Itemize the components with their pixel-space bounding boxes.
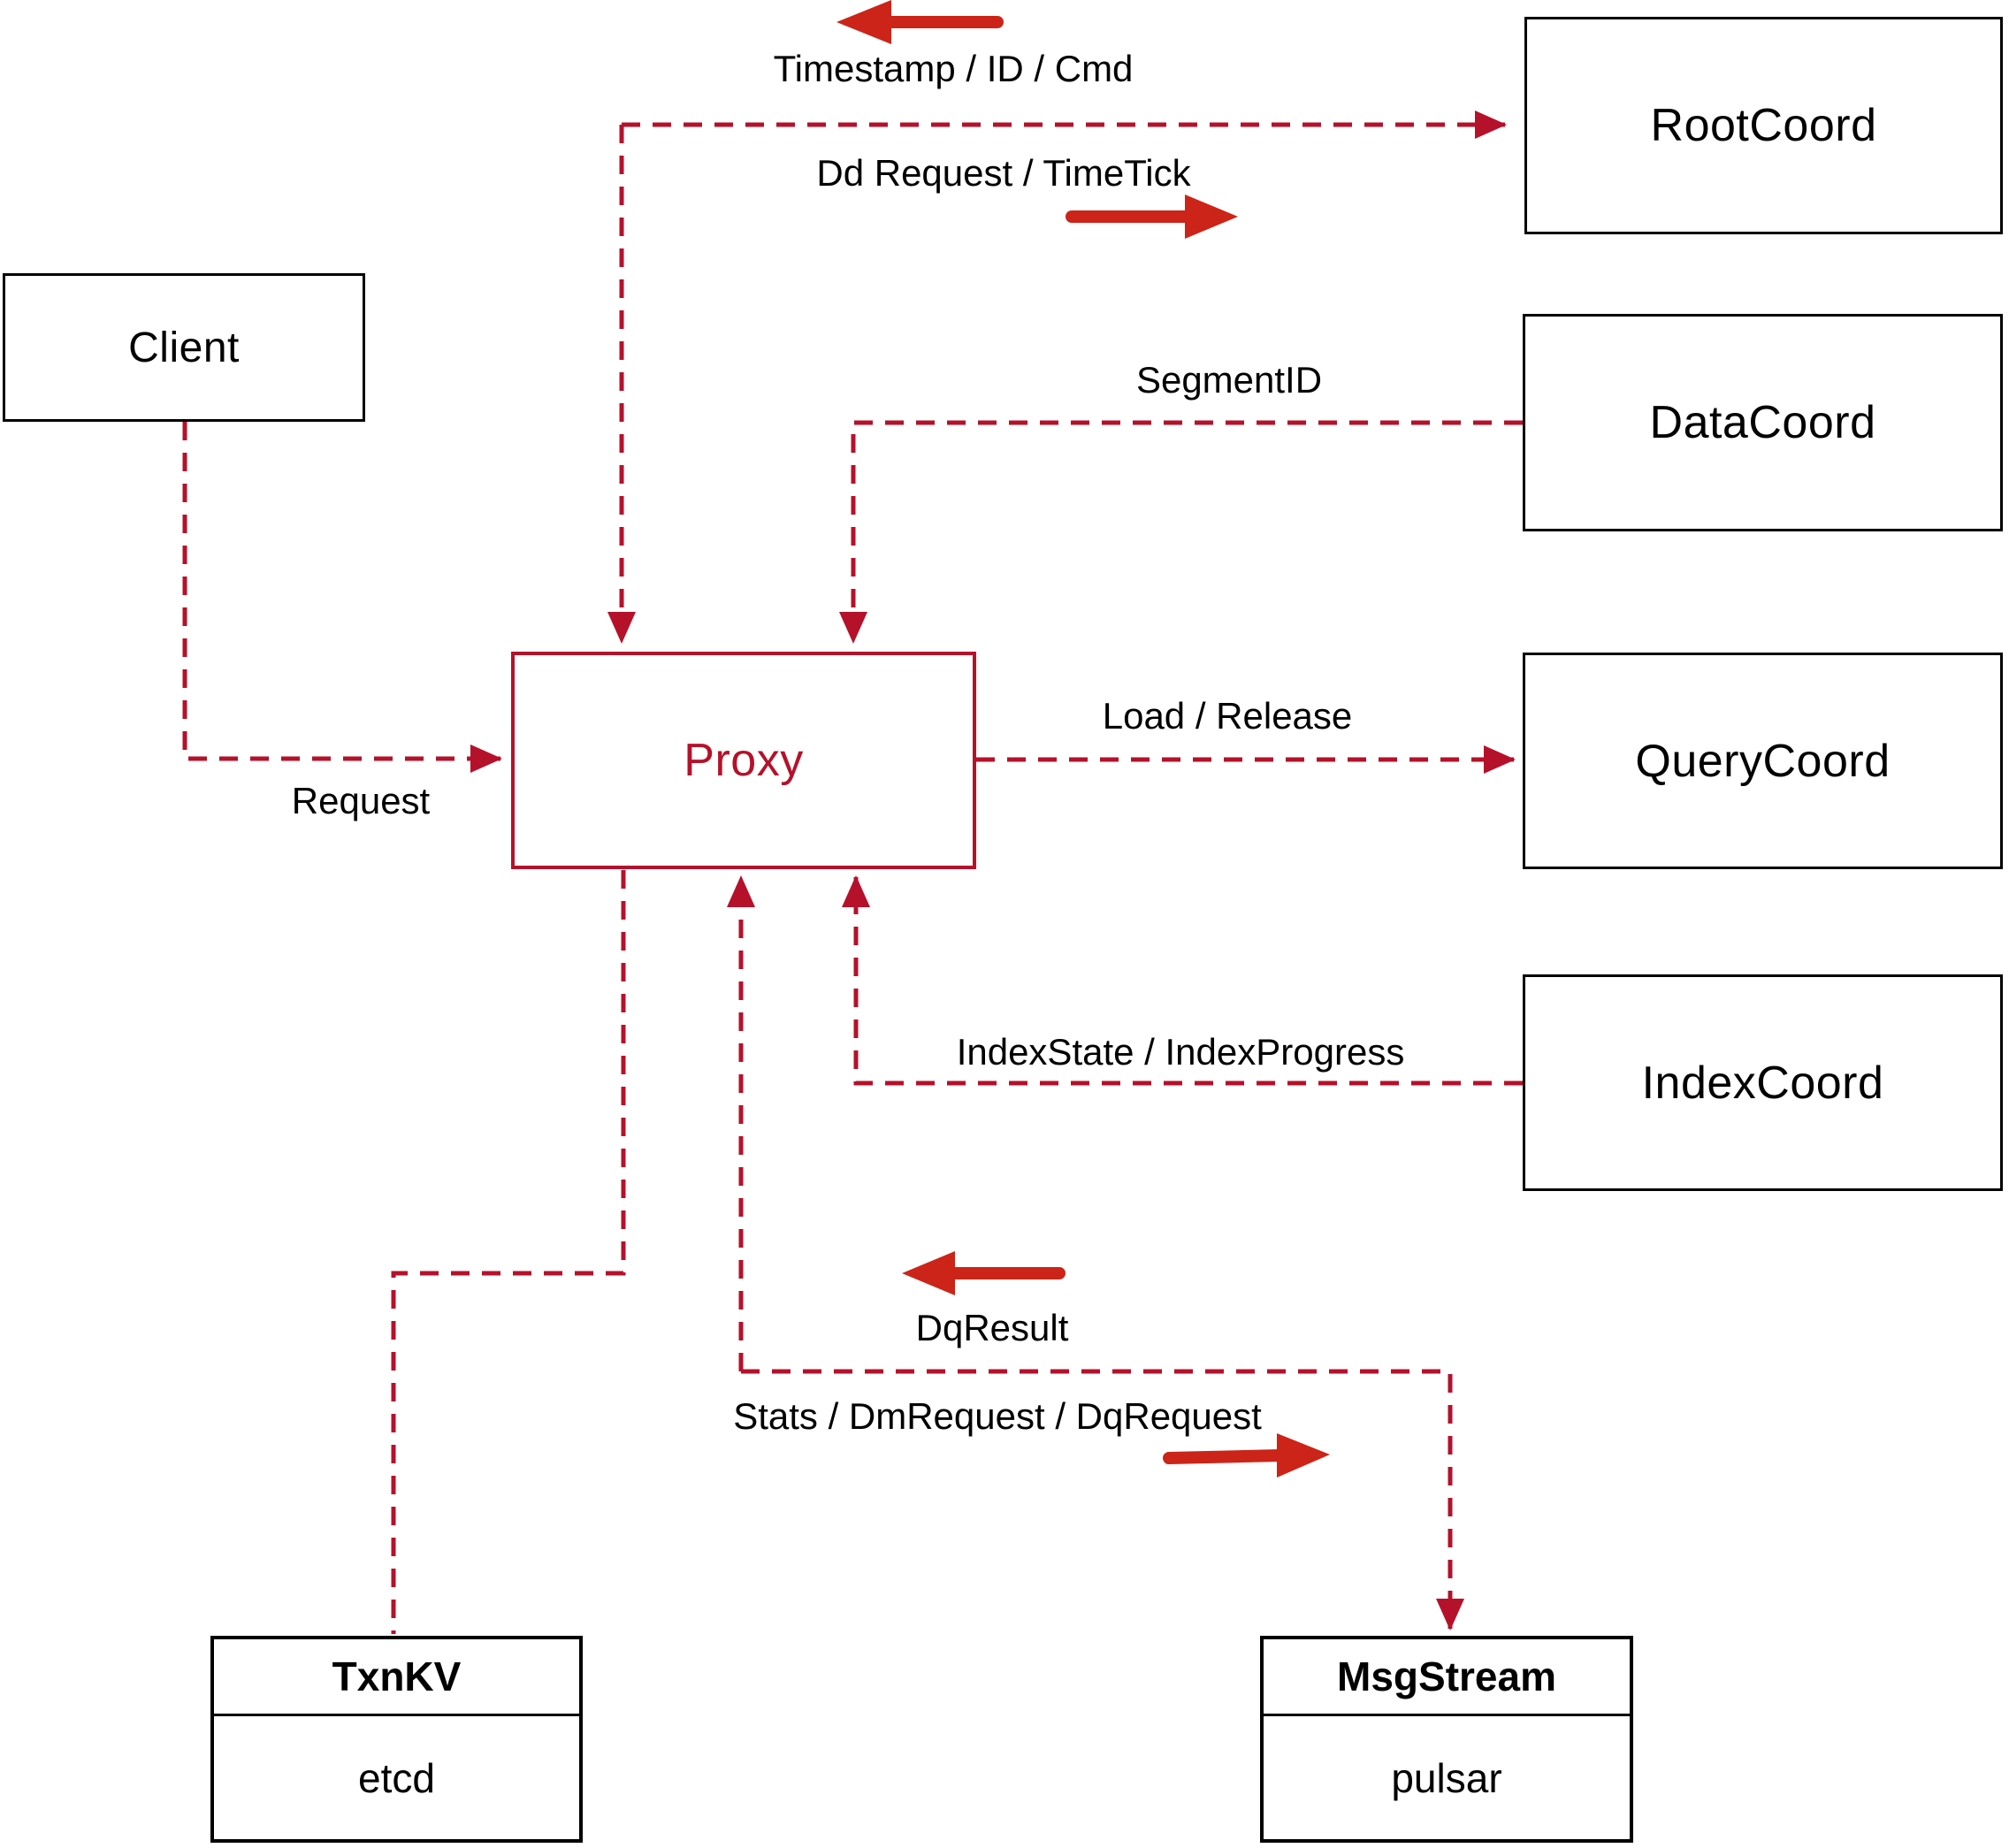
node-indexcoord-label: IndexCoord — [1641, 1057, 1884, 1109]
arrow-left-dqresult-icon — [902, 1251, 1066, 1295]
edge-label-dd-request-timetick: Dd Request / TimeTick — [816, 152, 1191, 194]
node-querycoord: QueryCoord — [1523, 653, 2003, 869]
node-datacoord-label: DataCoord — [1649, 397, 1876, 448]
node-proxy-label: Proxy — [684, 735, 804, 786]
node-indexcoord: IndexCoord — [1523, 974, 2003, 1191]
node-client: Client — [3, 273, 365, 422]
edge-label-request: Request — [291, 780, 431, 821]
edge-label-dq-result: DqResult — [915, 1307, 1069, 1348]
arrow-left-timestamp-icon — [836, 0, 1004, 44]
edge-indexcoord-proxy — [842, 875, 1523, 1086]
node-txnkv-impl: etcd — [358, 1754, 435, 1801]
node-datacoord: DataCoord — [1523, 314, 2003, 531]
edge-proxy-msgstream-down — [741, 1369, 1464, 1630]
node-client-label: Client — [128, 324, 240, 371]
edge-client-proxy — [182, 422, 502, 773]
edge-label-timestamp-id-cmd: Timestamp / ID / Cmd — [773, 48, 1134, 89]
edge-label-segment-id: SegmentID — [1135, 359, 1323, 401]
edge-proxy-txnkv — [391, 870, 626, 1634]
node-rootcoord: RootCoord — [1524, 17, 2003, 234]
edge-label-load-release: Load / Release — [1102, 695, 1353, 737]
arrow-right-ddrequest-icon — [1066, 195, 1238, 239]
node-msgstream: MsgStream pulsar — [1260, 1636, 1633, 1843]
arrow-right-stats-icon — [1163, 1433, 1330, 1478]
edge-label-stats-dm-dq-request: Stats / DmRequest / DqRequest — [733, 1395, 1262, 1437]
edge-datacoord-proxy — [839, 420, 1523, 644]
node-querycoord-label: QueryCoord — [1635, 735, 1891, 787]
node-msgstream-title: MsgStream — [1264, 1639, 1630, 1716]
node-txnkv: TxnKV etcd — [210, 1636, 583, 1843]
edge-label-index-state-progress: IndexState / IndexProgress — [956, 1031, 1405, 1073]
node-msgstream-impl: pulsar — [1391, 1754, 1502, 1801]
node-txnkv-title: TxnKV — [214, 1639, 579, 1716]
node-proxy: Proxy — [511, 652, 976, 869]
node-rootcoord-label: RootCoord — [1650, 100, 1877, 151]
